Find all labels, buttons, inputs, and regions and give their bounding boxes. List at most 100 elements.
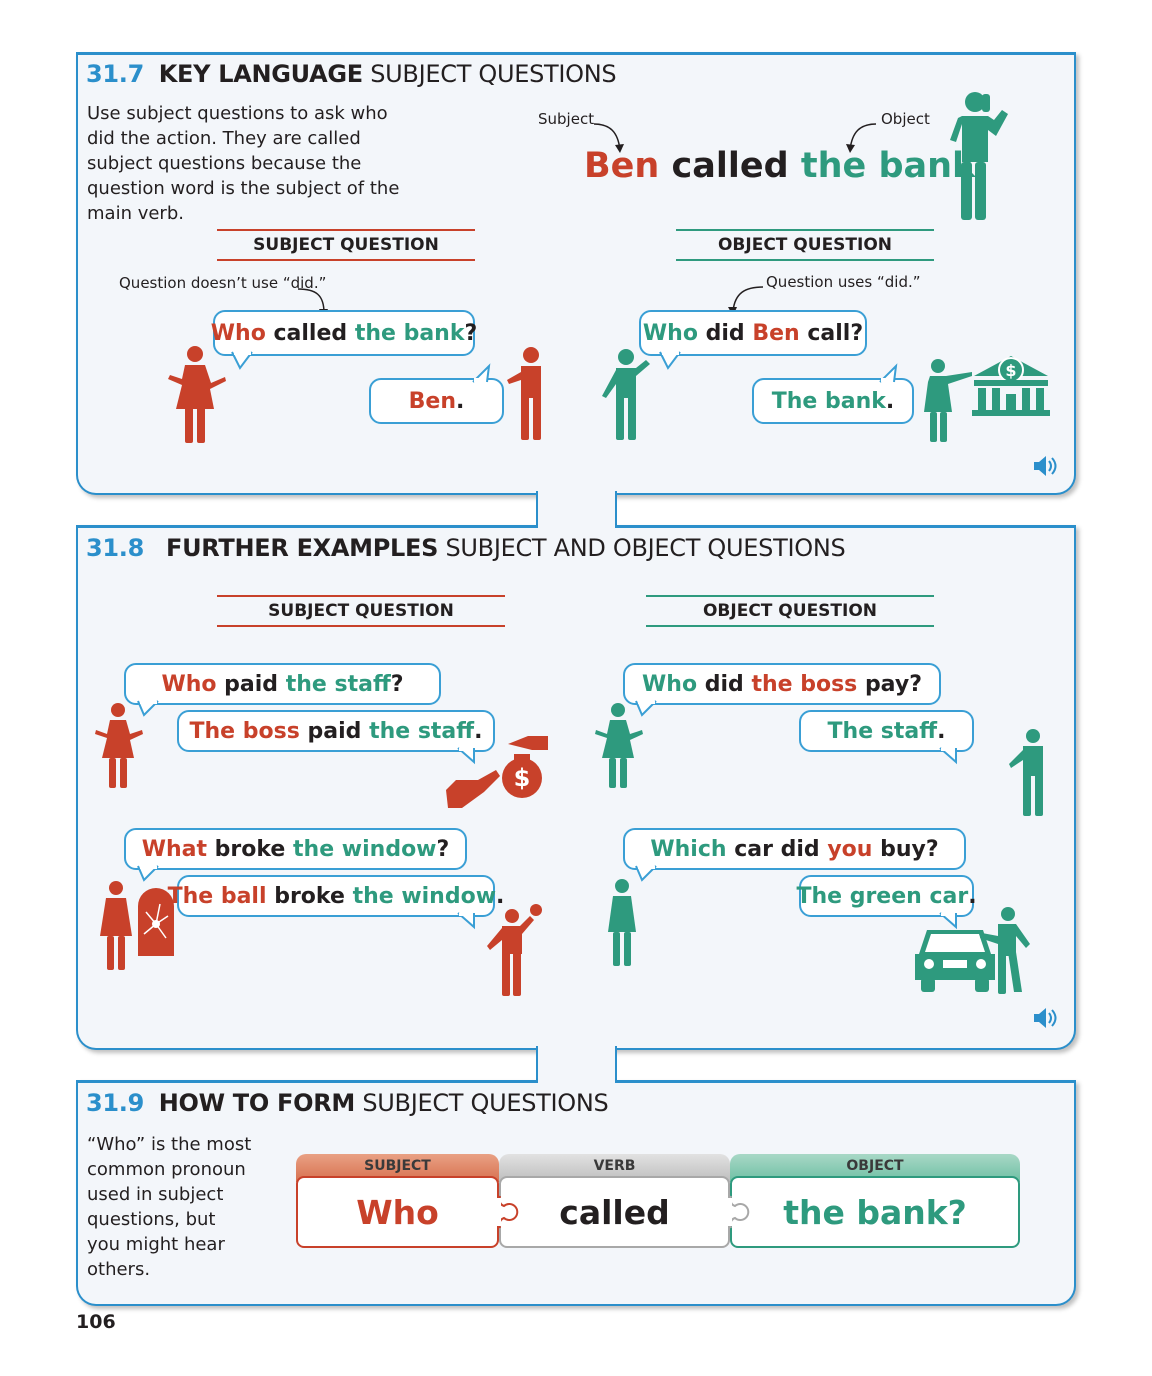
example-bubble-answer: The ball broke the window.: [168, 875, 504, 917]
punct: .: [456, 388, 465, 414]
woman-figure: [95, 703, 143, 788]
man-figure: [507, 347, 541, 440]
puzzle-object: OBJECT the bank?: [730, 1154, 1020, 1248]
bubble-tail: [231, 351, 253, 370]
bubble-tail: [472, 363, 491, 383]
sentence-object: the bank: [800, 146, 976, 186]
wh-word: Who: [642, 671, 698, 697]
person-on-phone-figure: [950, 92, 1008, 220]
intro-text: Use subject questions to ask who did the…: [87, 103, 400, 224]
bank-icon: $: [972, 356, 1050, 416]
bubble-tail: [457, 912, 475, 930]
verb: paid: [307, 718, 362, 744]
sentence-verb: called: [671, 146, 789, 186]
bubble-tail: [879, 363, 898, 383]
bubble-tail: [457, 747, 475, 765]
svg-text:$: $: [1005, 361, 1016, 380]
bubble-tail: [137, 865, 159, 882]
punct: ?: [464, 320, 478, 346]
object: the staff: [285, 671, 391, 697]
section-heading-31-7: 31.7 KEY LANGUAGE SUBJECT QUESTIONS: [86, 60, 617, 88]
puzzle-verb: VERB called: [499, 1154, 730, 1248]
punct: .: [968, 883, 977, 909]
object: the window: [293, 836, 437, 862]
middle: car did: [734, 836, 820, 862]
punct: ?: [436, 836, 450, 862]
section-title: SUBJECT QUESTIONS: [370, 60, 617, 88]
woman-figure: [924, 359, 972, 442]
man-figure: [602, 349, 650, 440]
object-question-bubble: Who did Ben call?: [639, 310, 867, 356]
verb: broke: [214, 836, 286, 862]
puzzle-face: the bank?: [730, 1176, 1020, 1248]
woman-figure: [595, 703, 643, 788]
wh-word: Who: [161, 671, 217, 697]
puzzle-face: called: [499, 1176, 730, 1248]
speaker-icon[interactable]: [1032, 1006, 1060, 1030]
subject: you: [827, 836, 873, 862]
section-number: 31.8: [86, 534, 145, 562]
object-word: the bank?: [783, 1192, 967, 1232]
object-question-label: OBJECT QUESTION: [676, 229, 934, 261]
example-bubble-question: Who paid the staff?: [124, 663, 441, 705]
punct: .: [885, 388, 895, 414]
woman-figure: [608, 879, 636, 966]
puzzle-subject: SUBJECT Who: [296, 1154, 499, 1248]
object: the bank: [354, 320, 465, 346]
verb: paid: [224, 671, 279, 697]
section-title: SUBJECT QUESTIONS: [362, 1089, 609, 1117]
subject-note: Subject: [538, 110, 595, 128]
connector-cover-2: [538, 1077, 615, 1085]
wh-word: Who: [210, 320, 266, 346]
object: The green car: [796, 883, 969, 909]
car-icon: [915, 930, 995, 992]
object-question-note: Question uses “did.”: [766, 273, 921, 291]
subject: Ben: [408, 388, 456, 414]
section-title: SUBJECT AND OBJECT QUESTIONS: [445, 534, 846, 562]
speaker-icon[interactable]: [1032, 454, 1060, 478]
subject: The boss: [189, 718, 300, 744]
section-title-bold: FURTHER EXAMPLES: [166, 534, 439, 562]
section-number: 31.9: [86, 1089, 145, 1117]
money-bag-icon: $: [446, 736, 548, 808]
sentence-subject: Ben: [584, 146, 660, 186]
boy-throwing-ball-figure: [487, 904, 542, 996]
verb: call?: [807, 320, 864, 346]
subject: The ball: [167, 883, 267, 909]
example-bubble-answer: The green car.: [796, 875, 977, 917]
subject-question-note: Question doesn’t use “did.”: [119, 274, 327, 292]
bubble-tail: [635, 700, 657, 717]
section-title-bold: HOW TO FORM: [158, 1089, 356, 1117]
page-number: 106: [76, 1311, 116, 1333]
object-answer-bubble: The bank.: [752, 378, 914, 424]
subject-word: Who: [356, 1192, 439, 1232]
example-bubble-question: Who did the boss pay?: [623, 663, 941, 705]
verb: pay?: [864, 671, 922, 697]
man-figure: [1009, 729, 1043, 816]
puzzle-face: Who: [296, 1176, 499, 1248]
svg-text:$: $: [514, 764, 531, 792]
example-bubble-answer: The boss paid the staff.: [177, 710, 495, 752]
broken-window-icon: [138, 888, 174, 956]
subject-question-label: SUBJECT QUESTION: [217, 229, 475, 261]
object-note: Object: [881, 110, 930, 128]
intro-text: “Who” is the most common pronoun used in…: [87, 1134, 252, 1280]
object: the window: [352, 883, 497, 909]
verb: buy?: [880, 836, 939, 862]
section-number: 31.7: [86, 60, 145, 88]
verb-word: called: [559, 1192, 670, 1232]
aux: did: [705, 320, 745, 346]
section-heading-31-8: 31.8 FURTHER EXAMPLES SUBJECT AND OBJECT…: [86, 534, 846, 562]
arrow-icon: [846, 123, 877, 153]
object-caption: OBJECT: [846, 1158, 904, 1174]
object: The bank: [771, 388, 886, 414]
example-sentence: Ben called the bank.: [584, 146, 989, 186]
section-heading-31-9: 31.9 HOW TO FORM SUBJECT QUESTIONS: [86, 1089, 609, 1117]
bubble-tail: [635, 865, 657, 882]
wh-word: Who: [642, 320, 698, 346]
woman-figure: [100, 881, 132, 970]
punct: .: [496, 883, 505, 909]
verb: called: [273, 320, 348, 346]
puzzle-knob: [494, 1195, 519, 1229]
bubble-tail: [939, 912, 957, 930]
